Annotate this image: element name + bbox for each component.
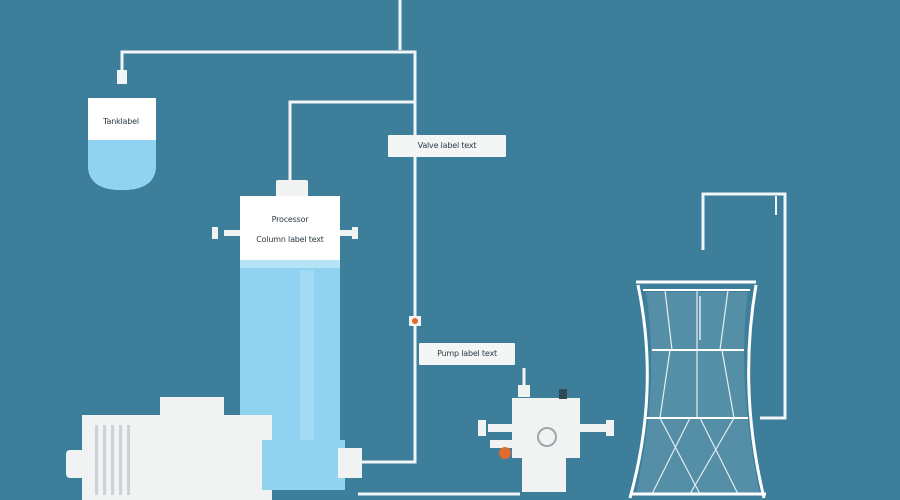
pump-label: Pump label text (419, 343, 515, 365)
column-label-line2: Column label text (256, 235, 324, 244)
pipes (120, 0, 787, 496)
column-feed-pipe (288, 100, 415, 182)
cooling-tower (628, 280, 766, 499)
tower-pipe (701, 192, 787, 420)
valve-label: Valve label text (388, 135, 506, 157)
main-pipe (120, 50, 417, 464)
inline-valve (409, 316, 421, 326)
cooling-tower-fill (636, 292, 760, 494)
header-tank (88, 70, 156, 190)
motor-assembly (66, 397, 362, 500)
small-pump (478, 385, 614, 492)
column-label-line1: Processor (271, 215, 309, 224)
tank-label: Tanklabel (103, 117, 139, 126)
